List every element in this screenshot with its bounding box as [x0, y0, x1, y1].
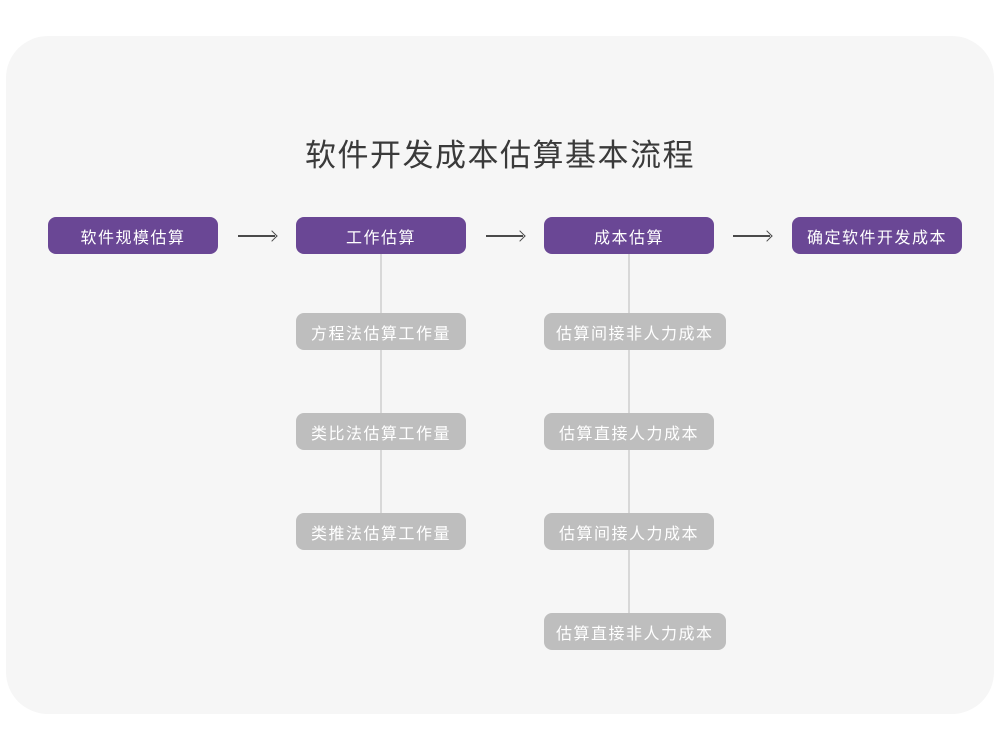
sub-box-label: 估算间接非人力成本	[556, 325, 714, 343]
flow-step-software-scale-estimation: 软件规模估算	[48, 217, 218, 254]
diagram-title: 软件开发成本估算基本流程	[305, 138, 695, 173]
work-method-analogy: 类比法估算工作量	[296, 413, 466, 450]
sub-box-label: 类推法估算工作量	[310, 525, 451, 543]
sub-box-label: 估算间接人力成本	[558, 525, 699, 543]
sub-box-label: 估算直接非人力成本	[556, 625, 714, 643]
cost-item-indirect-labor: 估算间接人力成本	[544, 513, 714, 550]
flow-step-determine-cost: 确定软件开发成本	[792, 217, 962, 254]
work-method-equation: 方程法估算工作量	[296, 313, 466, 350]
flow-step-work-estimation: 工作估算	[296, 217, 466, 254]
sub-box-label: 方程法估算工作量	[310, 325, 451, 343]
flow-step-cost-estimation: 成本估算	[544, 217, 714, 254]
diagram-card: 软件开发成本估算基本流程 软件规模估算 工作估算 成本估算 确定软件开发成本 方…	[6, 36, 994, 714]
flow-step-label: 软件规模估算	[80, 229, 186, 247]
flow-step-label: 工作估算	[345, 229, 416, 247]
flow-step-label: 确定软件开发成本	[806, 229, 947, 247]
cost-item-direct-nonlabor: 估算直接非人力成本	[544, 613, 726, 650]
arrow-right-icon	[733, 235, 770, 237]
connector-line-work-column	[380, 254, 382, 531]
cost-item-direct-labor: 估算直接人力成本	[544, 413, 714, 450]
cost-item-indirect-nonlabor: 估算间接非人力成本	[544, 313, 726, 350]
arrow-right-icon	[486, 235, 523, 237]
arrow-right-icon	[238, 235, 275, 237]
flow-step-label: 成本估算	[593, 229, 664, 247]
work-method-extrapolation: 类推法估算工作量	[296, 513, 466, 550]
sub-box-label: 类比法估算工作量	[310, 425, 451, 443]
sub-box-label: 估算直接人力成本	[558, 425, 699, 443]
